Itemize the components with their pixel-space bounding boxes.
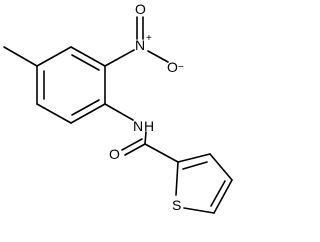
bond-ring-c2-c3-inner [71, 54, 100, 71]
atom-n-amide: N [133, 118, 143, 134]
atom-labels: N + O O − N H O S [109, 1, 184, 213]
bond-thio-c4-c5-inner [210, 180, 226, 207]
atom-h-amide: H [144, 118, 154, 134]
bond-c-o-carbonyl-a [124, 143, 146, 156]
atom-s-thiophene: S [172, 197, 181, 213]
bonds [3, 16, 233, 214]
bond-ring-c1-c2 [36, 46, 72, 67]
bond-ring-c2-c3 [70, 46, 106, 67]
bond-c-n-nitro [104, 49, 135, 67]
bond-thio-c5-s [183, 207, 215, 214]
bond-thio-c4-c5 [213, 179, 233, 214]
bond-n-o-right [147, 50, 169, 63]
bond-thio-c2-c3-inner [182, 161, 208, 170]
bond-thio-c3-c4 [209, 153, 233, 181]
bond-c-n-amide [104, 103, 134, 121]
molecule-structure: N + O O − N H O S [3, 1, 233, 214]
atom-o-nitro-top: O [135, 1, 146, 17]
bond-c-thiophene [144, 143, 179, 163]
bond-ring-c4-c5-inner [71, 99, 100, 116]
bond-thio-c2-c3 [177, 153, 211, 163]
bond-ring-c5-c6 [36, 103, 72, 124]
atom-n-nitro: N [135, 37, 145, 53]
charge-o-nitro-right: − [178, 62, 184, 73]
bond-methyl [3, 46, 38, 67]
bond-thio-c2-s [175, 161, 179, 196]
bond-c-o-carbonyl-b [121, 138, 143, 151]
atom-o-carbonyl: O [109, 146, 120, 162]
charge-n-nitro: + [146, 33, 152, 44]
atom-o-nitro-right: O [167, 59, 178, 75]
bond-n-c-carbonyl [144, 131, 147, 145]
bond-ring-c4-c5 [70, 103, 106, 124]
